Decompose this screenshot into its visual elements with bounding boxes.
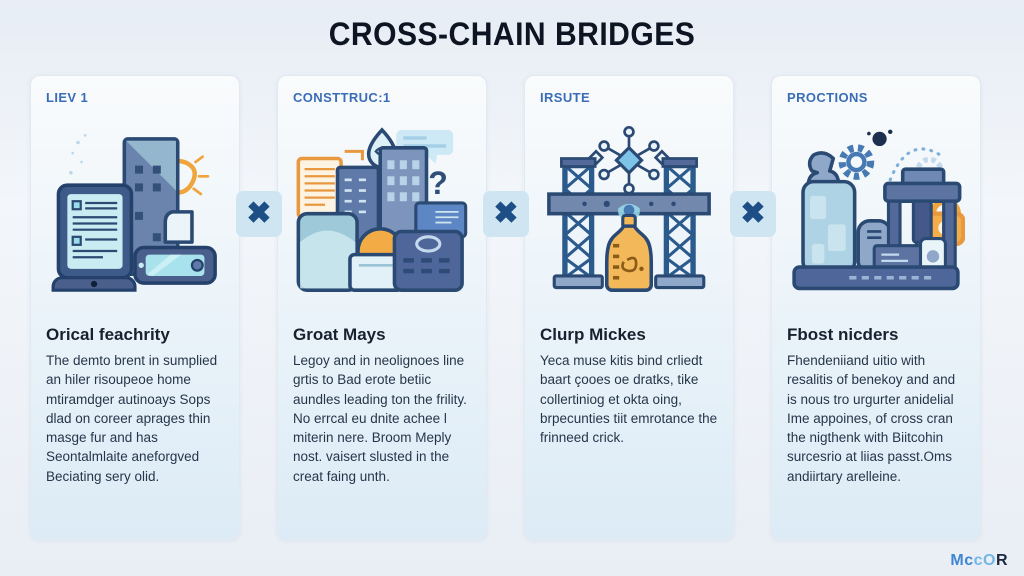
card-liev: LIEV 1 <box>30 75 240 540</box>
cross-separator-icon: ✖ <box>730 191 776 237</box>
card-header-label: LIEV 1 <box>46 90 89 105</box>
card-consttruc: CONSTTRUC:1 <box>277 75 487 540</box>
brand-logo-part: Mc <box>950 552 974 569</box>
card-header-label: CONSTTRUC:1 <box>293 90 391 105</box>
city-documents-illustration: ? <box>293 113 471 309</box>
card-proctions: PROCTIONS <box>771 75 981 540</box>
card-title: Clurp Mickes <box>540 325 646 344</box>
machinery-icon <box>792 129 965 291</box>
bridge-network-illustration <box>540 113 718 309</box>
svg-text:?: ? <box>428 165 448 201</box>
card-title: Fbost nicders <box>787 325 899 344</box>
card-header-label: IRSUTE <box>540 90 591 105</box>
cross-separator-icon: ✖ <box>236 191 282 237</box>
monitor-building-icon <box>51 134 217 292</box>
device-document-illustration <box>46 113 224 309</box>
cross-separator-icon: ✖ <box>483 191 529 237</box>
brand-logo-part: cO <box>973 552 996 569</box>
page-title: CROSS-CHAIN BRIDGES <box>328 16 696 52</box>
card-body-text: Yeca muse kitis bind crliedt baart çooes… <box>540 353 718 446</box>
card-body-text: The demto brent in sumplied an hiler ris… <box>46 353 218 484</box>
card-irsute: IRSUTE <box>524 75 734 540</box>
card-header-label: PROCTIONS <box>787 90 868 105</box>
bridge-network-icon <box>547 126 711 292</box>
card-body-text: Legoy and in neolignoes line grtis to Ba… <box>293 353 467 484</box>
brand-logo: MccOR <box>950 552 1008 570</box>
card-title: Orical feachrity <box>46 325 170 344</box>
card-title: Groat Mays <box>293 325 386 344</box>
machinery-illustration <box>787 113 965 309</box>
card-body-text: Fhendeniiand uitio with resalitis of ben… <box>787 353 956 484</box>
city-documents-icon: ? <box>296 127 468 292</box>
cards-row: LIEV 1 <box>30 75 981 540</box>
brand-logo-part: R <box>995 552 1008 569</box>
